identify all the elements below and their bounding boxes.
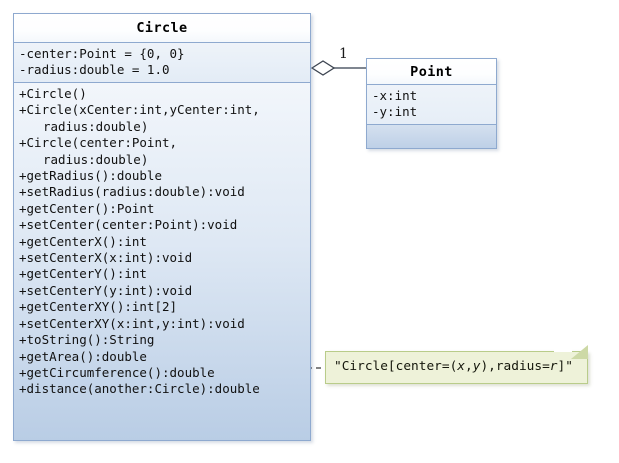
note-folded-corner-icon [571,345,588,359]
operation-circle-0: +Circle() [19,86,87,101]
note-text-part-0: "Circle[center=( [334,359,458,374]
uml-note[interactable]: "Circle[center=(x,y),radius=r]" [325,351,588,384]
operations-compartment-point [367,125,496,148]
operation-circle-7: +getCenter():Point [19,200,155,216]
class-name-point: Point [367,59,496,85]
operation-circle-12: +setCenterY(y:int):void [19,282,193,298]
note-text-part-4: ),radius= [480,359,550,374]
note-text-part-2: , [465,359,473,374]
note-fold-background [554,345,572,352]
operation-circle-18: +distance(another:Circle):double [19,381,260,397]
note-text: "Circle[center=(x,y),radius=r]" [334,359,573,374]
operation-circle-1: +Circle(xCenter:int,yCenter:int, [19,102,260,118]
attribute-point-1: -y:int [372,104,418,120]
operation-circle-6: +setRadius(radius:double):void [19,184,245,200]
uml-class-circle[interactable]: Circle -center:Point = {0, 0}-radius:dou… [13,13,311,441]
note-text-part-1: x [457,359,465,374]
operation-circle-5: +getRadius():double [19,168,162,184]
operation-circle-4: radius:double) [43,151,149,167]
note-text-part-5: r [549,359,558,374]
aggregation-diamond-hollow [310,60,336,76]
operation-circle-10: +setCenterX(x:int):void [19,250,193,266]
operation-circle-13: +getCenterXY():int[2] [19,299,178,315]
operation-circle-16: +getArea():double [19,348,147,364]
operations-compartment-circle: +Circle()+Circle(xCenter:int,yCenter:int… [14,83,310,440]
uml-class-point[interactable]: Point -x:int-y:int [366,58,497,149]
operation-circle-8: +setCenter(center:Point):void [19,217,238,233]
operation-circle-11: +getCenterY():int [19,266,147,282]
note-text-part-3: y [472,359,481,374]
aggregation-connector[interactable] [310,60,366,76]
association-multiplicity-label: 1 [339,46,348,62]
operation-circle-15: +toString():String [19,332,155,348]
attributes-compartment-circle: -center:Point = {0, 0}-radius:double = 1… [14,43,310,83]
attributes-compartment-point: -x:int-y:int [367,85,496,125]
attribute-point-0: -x:int [372,88,418,103]
operation-circle-3: +Circle(center:Point, [19,135,178,151]
operation-circle-9: +getCenterX():int [19,233,147,249]
operation-circle-17: +getCircumference():double [19,364,215,380]
operation-circle-14: +setCenterXY(x:int,y:int):void [19,315,245,331]
note-text-part-6: ]" [557,359,573,374]
operation-circle-2: radius:double) [43,118,149,134]
attribute-circle-0: -center:Point = {0, 0} [19,46,185,61]
attribute-circle-1: -radius:double = 1.0 [19,62,170,78]
class-name-circle: Circle [14,14,310,43]
